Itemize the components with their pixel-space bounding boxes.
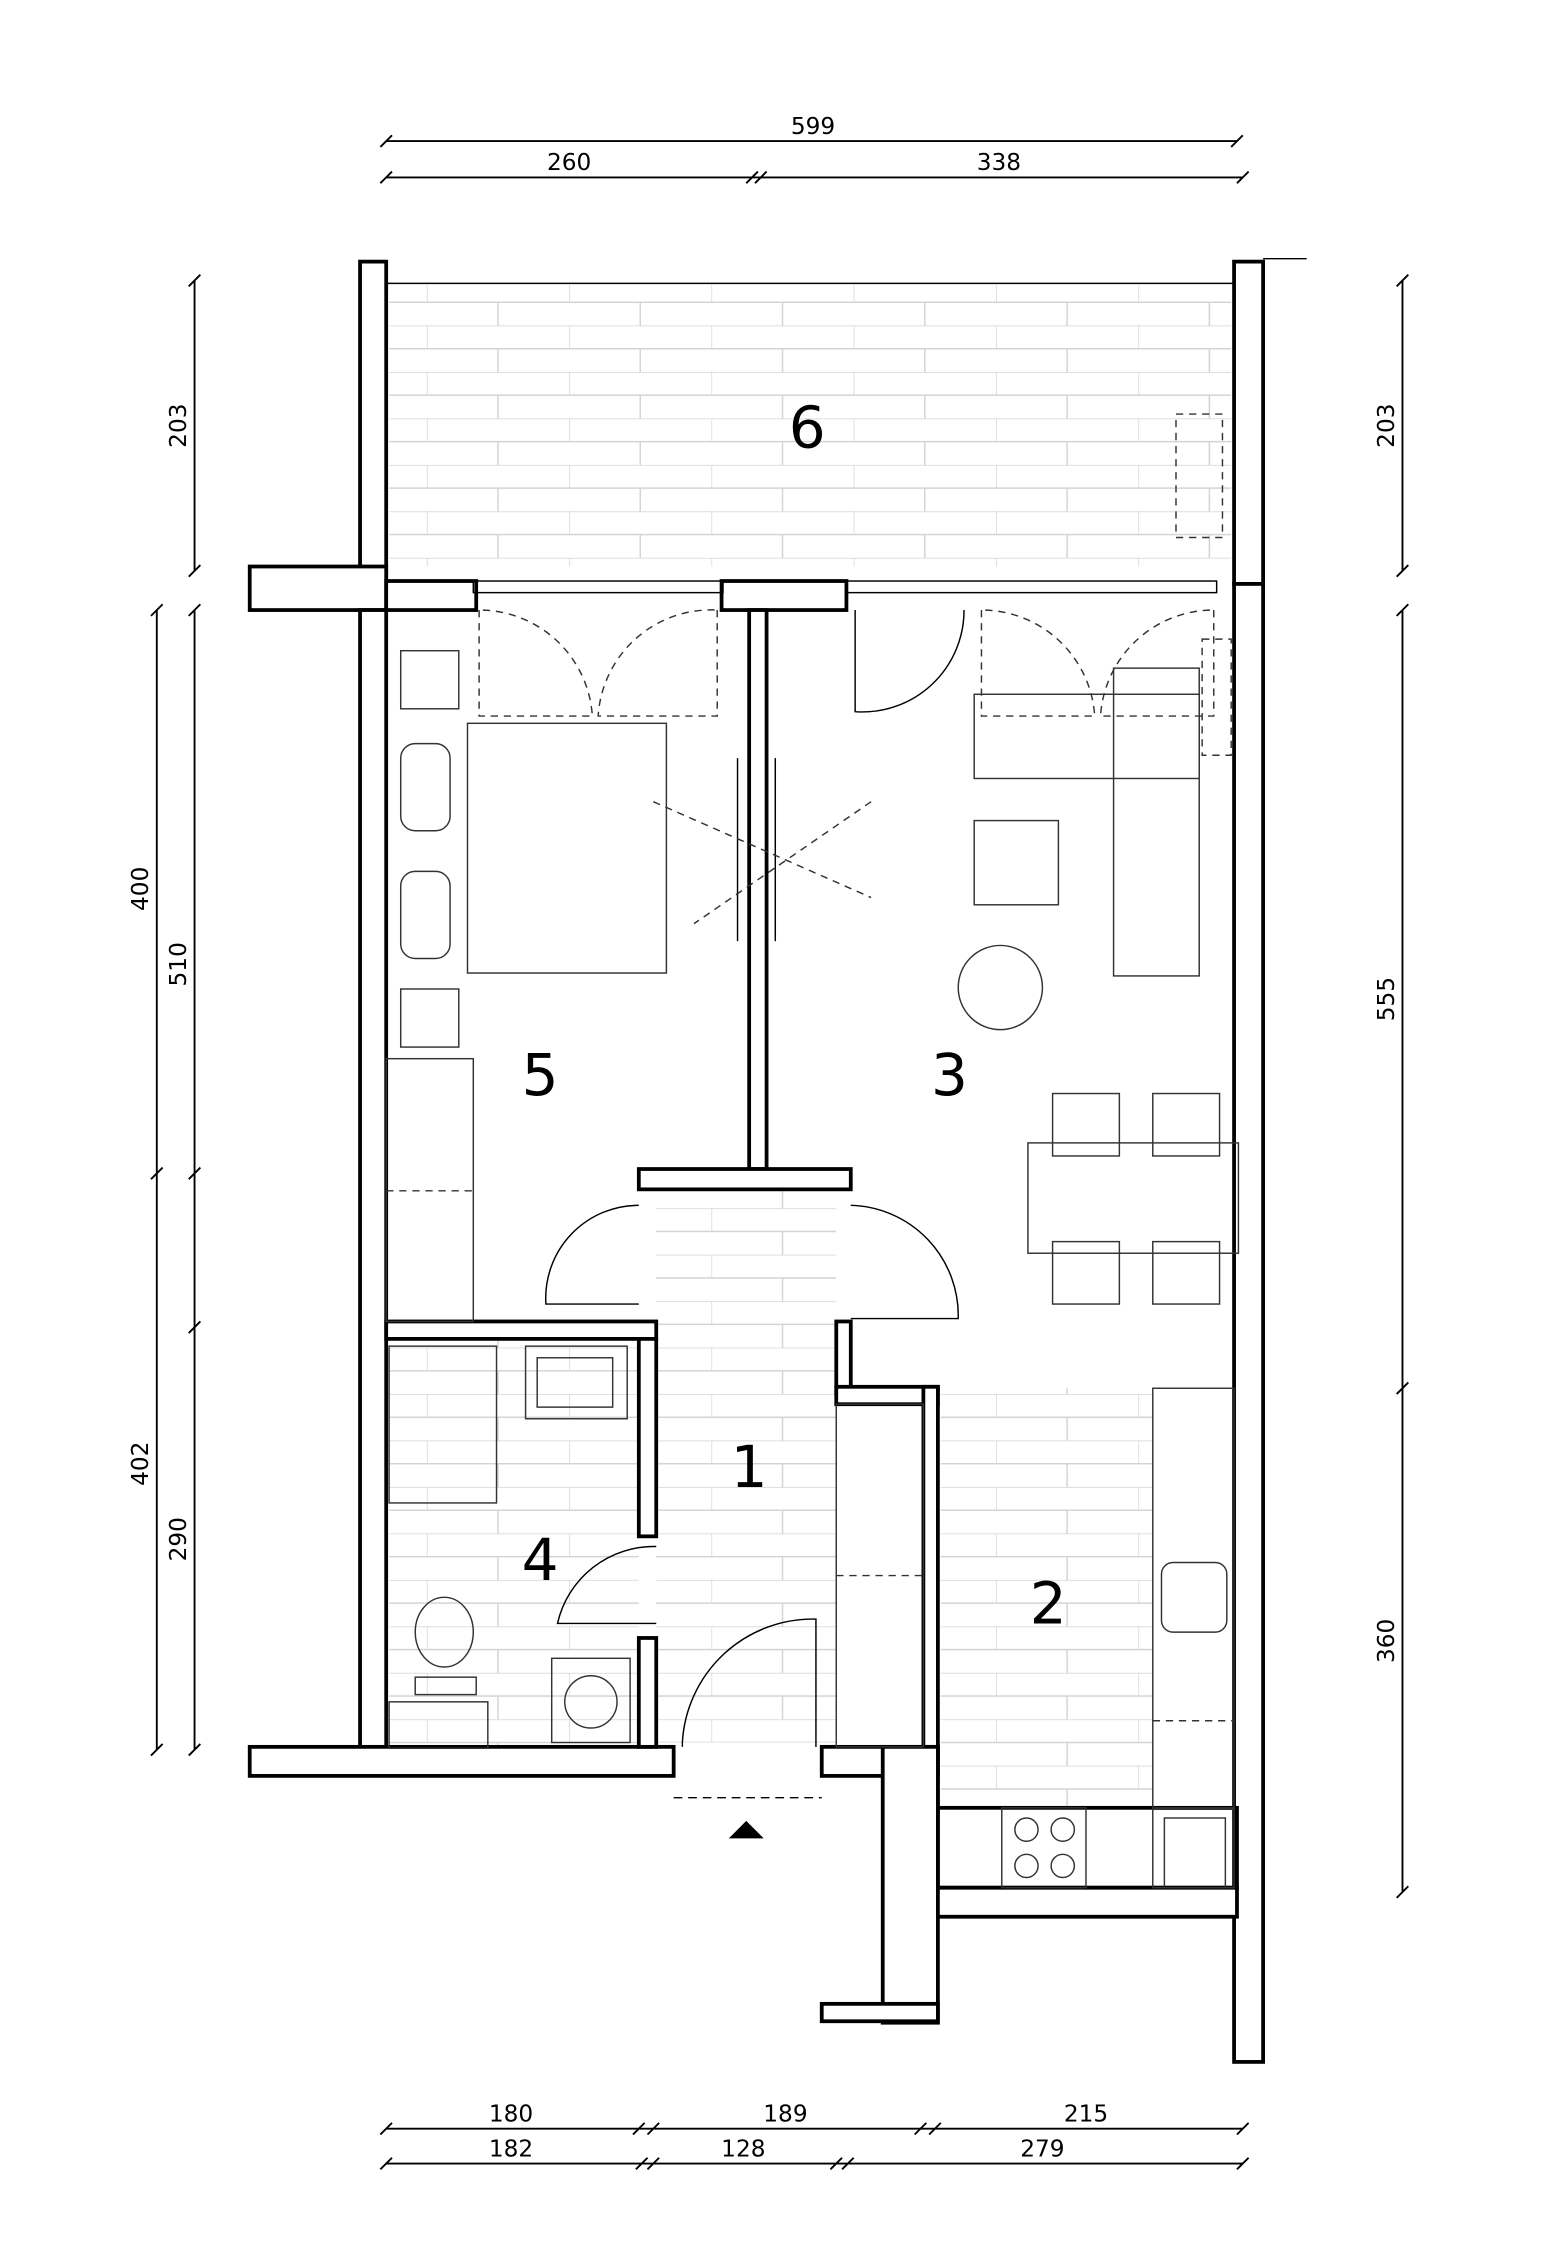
dim-right-bottom: 360 xyxy=(1373,1619,1400,1663)
room-label-2: 2 xyxy=(1030,1569,1067,1637)
windows xyxy=(472,580,1218,594)
furniture xyxy=(385,413,1240,1889)
dim-top-total: 599 xyxy=(791,113,835,140)
entrance-arrow-icon xyxy=(728,1820,764,1839)
room-label-1: 1 xyxy=(731,1433,768,1501)
kitchen-tiles xyxy=(940,1388,1153,1810)
dim-bottom-1b: 189 xyxy=(763,2100,807,2127)
bathroom-tiles xyxy=(389,1338,639,1746)
dim-bottom-2c: 279 xyxy=(1020,2135,1064,2162)
dim-bottom-1c: 215 xyxy=(1064,2100,1108,2127)
room-label-6: 6 xyxy=(789,393,826,461)
dim-left-inner-mid: 510 xyxy=(165,942,192,986)
dim-right-top: 203 xyxy=(1373,404,1400,448)
dim-right-mid: 555 xyxy=(1373,977,1400,1021)
dim-bottom-2b: 128 xyxy=(721,2135,765,2162)
doors xyxy=(478,609,1215,1747)
dim-bottom-2a: 182 xyxy=(489,2135,533,2162)
dim-top-right: 338 xyxy=(977,149,1021,176)
dim-bottom-1a: 180 xyxy=(489,2100,533,2127)
room-label-3: 3 xyxy=(931,1041,968,1109)
balcony-tiles xyxy=(389,284,1232,567)
dimension-lines xyxy=(150,134,1409,2171)
room-label-4: 4 xyxy=(522,1526,559,1594)
walls xyxy=(247,259,1265,2064)
hall-tiles xyxy=(656,1190,837,1743)
dim-left-outer-bottom: 402 xyxy=(127,1442,154,1486)
dim-top-left: 260 xyxy=(547,149,591,176)
room-label-5: 5 xyxy=(522,1041,559,1109)
dim-left-inner-bottom: 290 xyxy=(165,1517,192,1561)
dim-left-outer-mid: 400 xyxy=(127,867,154,911)
dim-left-outer-top: 203 xyxy=(165,404,192,448)
